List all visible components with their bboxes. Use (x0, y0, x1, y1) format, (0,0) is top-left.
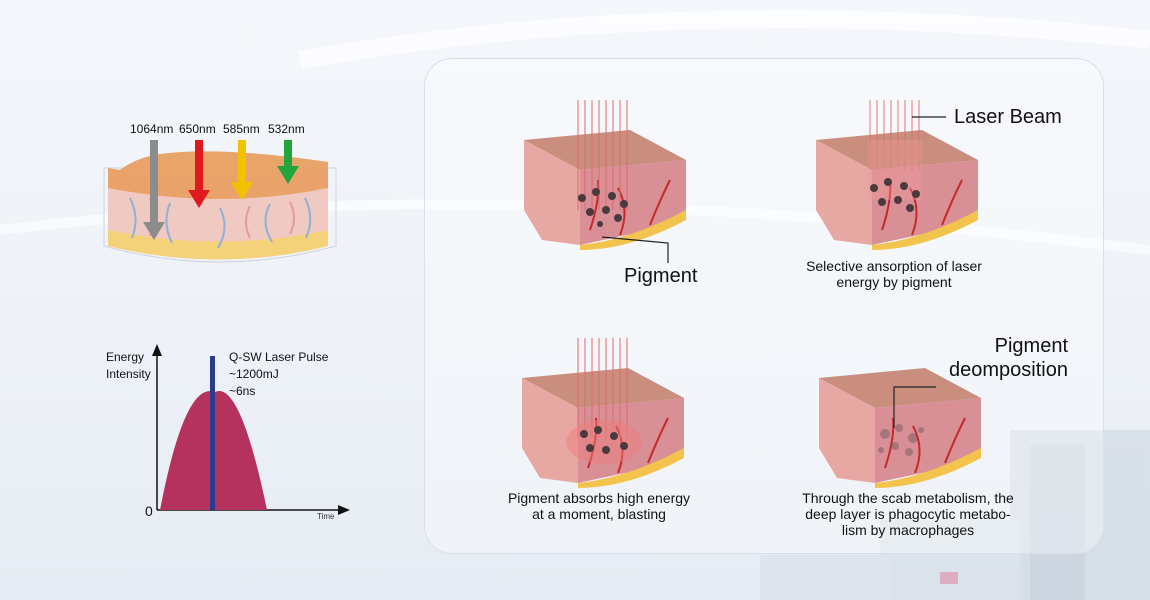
pulse-chart (152, 344, 350, 515)
skin-block-blasting (522, 338, 684, 488)
skin-block-decomposition (819, 368, 981, 488)
y-axis-arrow-icon (152, 344, 162, 356)
caption-blasting-line1: Pigment absorbs high energy (507, 490, 691, 506)
label-decomposition-line1: Pigment (994, 335, 1068, 357)
caption-blasting-line2: at a moment, blasting (532, 506, 666, 522)
caption-decomposition-line2: deep layer is phagocytic metabo- (805, 506, 1011, 522)
caption-selective-line2: energy by pigment (836, 274, 952, 290)
y-label-intensity: Intensity (106, 367, 151, 381)
wavelength-label-650: 650nm (179, 122, 216, 136)
skin-block-pigment (524, 100, 686, 250)
arrow-585nm (231, 140, 253, 205)
decomposition-pointer-line (893, 386, 936, 428)
label-pigment-decomposition: Pigment deomposition (942, 334, 1068, 382)
label-pigment: Pigment (624, 265, 698, 287)
laser-pulse-bar (210, 356, 215, 510)
skin-block-illustration (103, 151, 337, 263)
wavelength-skin-diagram (100, 118, 340, 288)
arrow-532nm (277, 140, 299, 189)
wavelength-label-585: 585nm (223, 122, 260, 136)
laser-beam-pointer-line (912, 116, 946, 118)
x-axis-arrow-icon (338, 505, 350, 515)
caption-selective-absorption: Selective ansorption of laser energy by … (776, 258, 1012, 290)
arrow-1064nm (143, 140, 165, 245)
caption-selective-line1: Selective ansorption of laser (806, 258, 982, 274)
caption-decomposition-line1: Through the scab metabolism, the (802, 490, 1014, 506)
pulse-label-line2: ~1200mJ (229, 367, 279, 381)
wavelength-label-1064: 1064nm (130, 122, 174, 136)
origin-label: 0 (145, 503, 153, 519)
pulse-label-line3: ~6ns (229, 384, 256, 398)
x-label-time: Time (317, 512, 335, 521)
skin-block-selective-absorption (816, 100, 978, 250)
caption-decomposition-line3: lism by macrophages (841, 522, 975, 538)
pigment-pointer-line (601, 236, 669, 263)
wavelength-label-532: 532nm (268, 122, 305, 136)
arrow-650nm (188, 140, 210, 213)
caption-blasting: Pigment absorbs high energy at a moment,… (492, 490, 706, 522)
y-label-energy: Energy (106, 350, 145, 364)
pulse-label-line1: Q-SW Laser Pulse (229, 350, 329, 364)
label-laser-beam: Laser Beam (954, 106, 1062, 128)
label-decomposition-line2: deomposition (949, 359, 1068, 381)
caption-decomposition: Through the scab metabolism, the deep la… (785, 490, 1031, 538)
building-silhouette (760, 430, 1150, 600)
